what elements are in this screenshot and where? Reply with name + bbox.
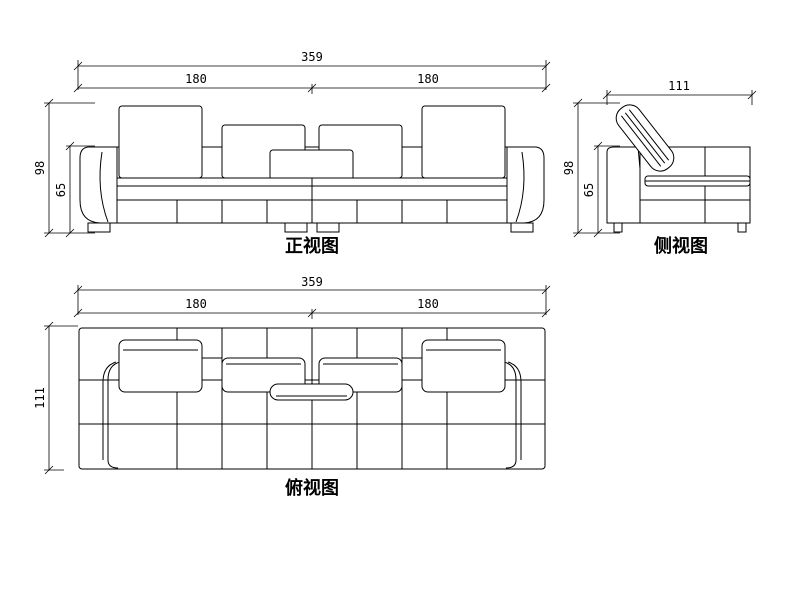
front-dim-halves: 180 180 [73, 72, 551, 94]
front-dim-total-label: 359 [301, 50, 323, 64]
front-dim-height-seat-label: 65 [54, 183, 68, 197]
side-headrest [615, 104, 675, 172]
side-dim-heights: 98 65 [562, 98, 620, 238]
top-view: 359 180 180 111 [33, 275, 551, 499]
top-sofa-body [78, 327, 546, 470]
top-dim-depth: 111 [33, 321, 78, 475]
front-sofa-body [79, 105, 545, 233]
side-dim-depth: 111 [602, 79, 757, 105]
top-dim-right-label: 180 [417, 297, 439, 311]
side-dim-depth-label: 111 [668, 79, 690, 93]
front-view-caption: 正视图 [285, 235, 339, 257]
front-armrest-left [79, 146, 118, 224]
front-dim-height-total-label: 98 [33, 161, 47, 175]
front-view: 359 180 180 98 65 [33, 50, 551, 257]
front-dim-total: 359 [73, 50, 551, 90]
side-view: 111 98 65 [562, 79, 757, 257]
top-view-caption: 俯视图 [285, 477, 339, 499]
side-dim-height-seat-label: 65 [582, 183, 596, 197]
front-back-cushion-right [421, 105, 506, 179]
front-back-cushion-left [118, 105, 203, 179]
front-dim-heights: 98 65 [33, 98, 95, 238]
front-dim-right-label: 180 [417, 72, 439, 86]
top-dim-halves: 180 180 [73, 297, 551, 319]
side-view-caption: 侧视图 [654, 235, 708, 257]
top-dim-left-label: 180 [185, 297, 207, 311]
side-dim-height-total-label: 98 [562, 161, 576, 175]
side-sofa-body [606, 104, 751, 233]
front-armrest-right [506, 146, 545, 224]
top-dim-total: 359 [73, 275, 551, 315]
front-dim-left-label: 180 [185, 72, 207, 86]
top-dim-total-label: 359 [301, 275, 323, 289]
top-dim-depth-label: 111 [33, 387, 47, 409]
